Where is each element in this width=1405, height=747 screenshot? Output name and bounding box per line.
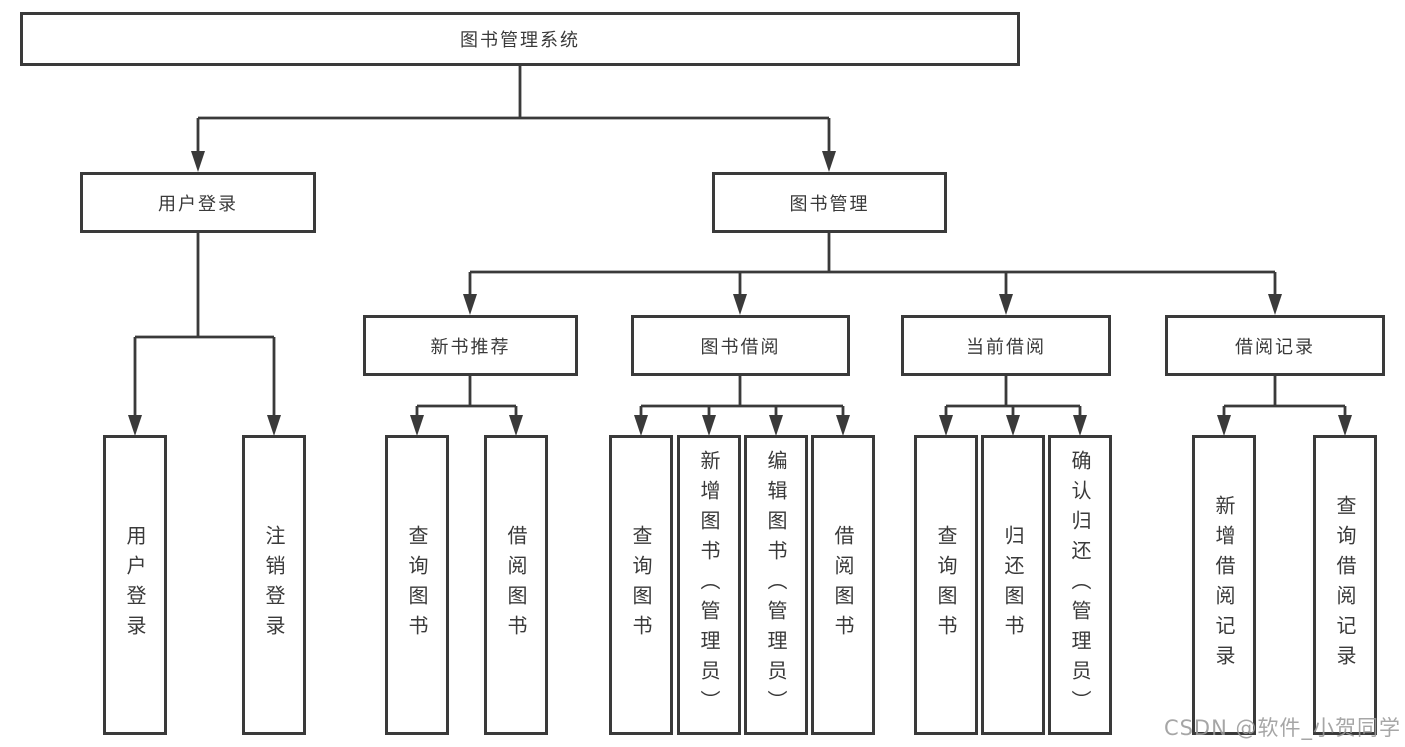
node-new-book-recommend-label: 新书推荐 [430, 336, 511, 358]
leaf-query-borrow-record: 查询借阅记录 [1313, 435, 1377, 735]
leaf-logout-label: 注销登录 [262, 525, 286, 645]
leaf-query-books-borrow-label: 查询图书 [629, 525, 653, 645]
leaf-query-books-recommend: 查询图书 [385, 435, 449, 735]
leaf-return-books-label: 归还图书 [1001, 525, 1025, 645]
node-book-borrow-label: 图书借阅 [700, 336, 781, 358]
arrowhead-down-icon [267, 415, 281, 436]
leaf-borrow-books-recommend-label: 借阅图书 [504, 525, 528, 645]
arrowhead-down-icon [509, 415, 523, 436]
watermark: CSDN @软件_小贺同学 [1163, 716, 1401, 740]
arrowhead-down-icon [733, 294, 747, 315]
arrowhead-down-icon [702, 415, 716, 436]
arrowhead-down-icon [999, 294, 1013, 315]
leaf-user-login: 用户登录 [103, 435, 167, 735]
leaf-query-borrow-record-label: 查询借阅记录 [1333, 495, 1357, 675]
arrowhead-down-icon [128, 415, 142, 436]
arrowhead-down-icon [1268, 294, 1282, 315]
node-current-borrow-label: 当前借阅 [966, 336, 1046, 358]
node-root-label: 图书管理系统 [460, 30, 580, 51]
node-book-management-label: 图书管理 [789, 193, 870, 215]
leaf-return-books: 归还图书 [981, 435, 1045, 735]
node-user-login: 用户登录 [80, 172, 316, 233]
leaf-add-book-admin-label: 新增图书（管理员） [697, 450, 721, 720]
arrowhead-down-icon [939, 415, 953, 436]
node-book-borrow: 图书借阅 [631, 315, 850, 376]
leaf-borrow-books-recommend: 借阅图书 [484, 435, 548, 735]
arrowhead-down-icon [1006, 415, 1020, 436]
leaf-edit-book-admin-label: 编辑图书（管理员） [764, 450, 788, 720]
leaf-edit-book-admin: 编辑图书（管理员） [744, 435, 808, 735]
node-borrow-records-label: 借阅记录 [1235, 336, 1315, 358]
node-user-login-label: 用户登录 [158, 193, 238, 215]
leaf-borrow-books-borrow: 借阅图书 [811, 435, 875, 735]
arrowhead-down-icon [822, 151, 836, 172]
arrowhead-down-icon [1338, 415, 1352, 436]
leaf-add-book-admin: 新增图书（管理员） [677, 435, 741, 735]
node-new-book-recommend: 新书推荐 [363, 315, 578, 376]
node-book-management: 图书管理 [712, 172, 947, 233]
leaf-query-books-borrow: 查询图书 [609, 435, 673, 735]
leaf-add-borrow-record: 新增借阅记录 [1192, 435, 1256, 735]
leaf-confirm-return-admin-label: 确认归还（管理员） [1068, 450, 1092, 720]
arrowhead-down-icon [191, 151, 205, 172]
leaf-query-books-current-label: 查询图书 [934, 525, 958, 645]
arrowhead-down-icon [1073, 415, 1087, 436]
leaf-user-login-label: 用户登录 [123, 525, 147, 645]
leaf-confirm-return-admin: 确认归还（管理员） [1048, 435, 1112, 735]
arrowhead-down-icon [769, 415, 783, 436]
arrowhead-down-icon [634, 415, 648, 436]
arrowhead-down-icon [410, 415, 424, 436]
leaf-add-borrow-record-label: 新增借阅记录 [1212, 495, 1236, 675]
arrowhead-down-icon [463, 294, 477, 315]
leaf-logout: 注销登录 [242, 435, 306, 735]
node-current-borrow: 当前借阅 [901, 315, 1111, 376]
node-root: 图书管理系统 [20, 12, 1020, 66]
arrowhead-down-icon [1217, 415, 1231, 436]
arrowhead-down-icon [836, 415, 850, 436]
leaf-query-books-current: 查询图书 [914, 435, 978, 735]
node-borrow-records: 借阅记录 [1165, 315, 1385, 376]
leaf-query-books-recommend-label: 查询图书 [405, 525, 429, 645]
leaf-borrow-books-borrow-label: 借阅图书 [831, 525, 855, 645]
